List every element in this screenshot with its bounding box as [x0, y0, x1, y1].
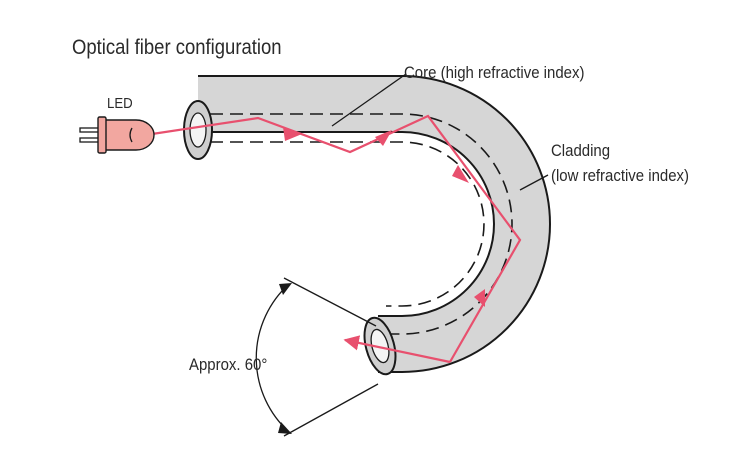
- led-label: LED: [107, 95, 133, 112]
- angle-label: Approx. 60°: [189, 355, 268, 374]
- core-leader-line: [331, 73, 407, 127]
- arrow-icon: [375, 130, 392, 146]
- fiber-cladding: [198, 75, 551, 373]
- arrow-icon: [452, 165, 469, 183]
- fiber-entrance-end: [183, 100, 213, 160]
- fiber-core-boundary: [210, 113, 513, 335]
- core-label: Core (high refractive index): [404, 63, 585, 82]
- page-title: Optical fiber configuration: [72, 36, 282, 59]
- led-icon: [79, 116, 155, 154]
- cladding-leader-line: [519, 174, 549, 191]
- angle-dimension: [255, 277, 379, 437]
- light-ray: [151, 114, 522, 364]
- fiber-exit-end: [363, 316, 397, 376]
- arrow-icon: [283, 127, 302, 141]
- cladding-label: Cladding: [551, 141, 611, 160]
- arrow-icon: [474, 289, 485, 307]
- cladding-sublabel: (low refractive index): [551, 166, 690, 185]
